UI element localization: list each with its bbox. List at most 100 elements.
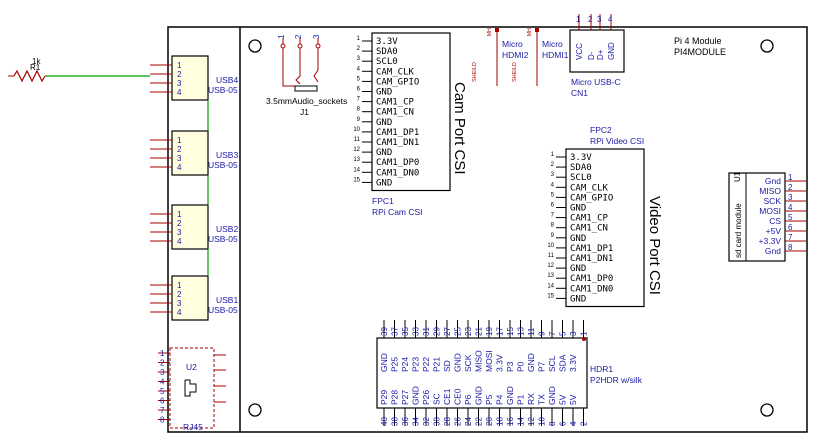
mount-hole-icon: [248, 403, 262, 417]
sd-outline: [728, 172, 786, 262]
resistor-r1[interactable]: 1k R1: [8, 57, 150, 83]
hdmi-shield-label: SHEILD: [512, 62, 518, 82]
audio-wire: [313, 48, 319, 83]
csi-value: RPi Video CSI: [590, 136, 644, 146]
hdr-outline: [376, 337, 588, 409]
usbc-pin-number: 3: [597, 15, 602, 24]
hdr-pin-number: 13: [517, 327, 526, 336]
resistor-ref: R1: [30, 63, 41, 72]
csi-pin-label: CAM1_CP: [570, 214, 609, 224]
usb-ref: USB1: [216, 295, 238, 305]
csi-pin-number: 14: [547, 283, 554, 289]
hdr-pin-number: 24: [464, 417, 473, 426]
hdr-pin-number: 15: [506, 327, 515, 336]
hdr-top-label: P7: [537, 361, 547, 372]
hdr-bottom-label: P27: [400, 390, 410, 405]
csi-pin-number: 13: [353, 157, 360, 163]
hdr-pin-number: 20: [485, 417, 494, 426]
rj45-value: RJ45: [183, 422, 203, 432]
csi-ref: FPC1: [372, 196, 394, 206]
sd-card-u1[interactable]: 1Gnd2MISO3SCK4MOSI5CS6+5V7+3.3V8GndU1sd …: [728, 171, 806, 262]
csi-pin-label: CAM1_DN0: [376, 168, 419, 178]
csi-pin-number: 3: [551, 172, 555, 178]
hdr-pin-number: 17: [496, 327, 505, 336]
hdr-top-label: SCL: [547, 355, 557, 372]
usb-pin-number: 4: [177, 163, 182, 172]
csi-pin-number: 4: [357, 66, 361, 72]
hdmi-name: HDMI2: [502, 50, 529, 60]
csi-pin-label: CAM1_DN0: [570, 284, 613, 294]
csi-pin-label: CAM1_CN: [376, 108, 414, 118]
usbc-ref: CN1: [571, 88, 588, 98]
usbc-pin-number: 1: [576, 15, 581, 24]
usbc-pin-label: D-: [587, 51, 596, 60]
csi-pin-label: CAM1_DP0: [376, 158, 419, 168]
audio-plug-icon: [294, 85, 318, 92]
usb-pin-number: 3: [177, 228, 182, 237]
usbc-pin-label: GND: [607, 42, 616, 60]
hdr-pin-number: 7: [548, 331, 557, 336]
usb-pin-number: 1: [177, 136, 182, 145]
hdr-top-label: GND: [453, 353, 463, 372]
usb-value: USB-05: [208, 305, 238, 315]
usb-pin-number: 4: [177, 308, 182, 317]
csi-pin-label: GND: [376, 118, 392, 128]
hdr-pin-number: 30: [433, 417, 442, 426]
hdr-bottom-label: 5V: [558, 394, 568, 405]
hdr-top-label: MOSI: [484, 350, 494, 372]
csi-pin-number: 8: [551, 223, 555, 229]
audio-ref: J1: [300, 107, 309, 117]
usb-pin-number: 4: [177, 237, 182, 246]
hdr-top-label: MISO: [474, 350, 484, 372]
csi-pin-label: SCL0: [376, 57, 398, 67]
csi-pin-label: CAM1_CN: [570, 224, 608, 234]
rj45-pin-number: 4: [160, 378, 165, 387]
hdr-pin-number: 3: [569, 331, 578, 336]
hdmi-pin-label: MH: [527, 28, 533, 36]
audio-pin-dot: [297, 43, 303, 49]
hdr-pin-number: 2: [580, 421, 589, 426]
pi-module-ref: PI4MODULE: [674, 47, 726, 57]
sd-pin-label: CS: [769, 216, 781, 226]
csi-pin-label: SCL0: [570, 173, 592, 183]
hdr-pin-number: 27: [443, 327, 452, 336]
usb-body: [171, 130, 209, 176]
sd-pin-number: 8: [788, 243, 793, 252]
csi-pin-label: CAM1_DN1: [376, 138, 419, 148]
rj45-pin-number: 5: [160, 387, 165, 396]
csi-pin-number: 3: [357, 56, 361, 62]
resistor-value: 1k: [32, 57, 41, 66]
hdmi-name: HDMI1: [542, 50, 569, 60]
csi-pin-number: 6: [551, 203, 555, 209]
hdr-pin-number: 38: [391, 417, 400, 426]
csi-pin-number: 8: [357, 107, 361, 113]
hdr-pin-number: 8: [548, 421, 557, 426]
sd-pin-number: 7: [788, 233, 793, 242]
csi-pin-number: 5: [357, 76, 361, 82]
hdr-top-label: P21: [432, 357, 442, 372]
usb-value: USB-05: [208, 234, 238, 244]
csi-pin-label: CAM1_DP1: [376, 128, 419, 138]
rj45-ref: U2: [186, 362, 197, 372]
csi-pin-label: GND: [570, 264, 586, 274]
sd-pin-label: +5V: [766, 226, 782, 236]
csi-pin-label: GND: [376, 88, 392, 98]
audio-pin-number: 2: [294, 34, 303, 39]
usb-pin-number: 1: [177, 281, 182, 290]
sd-pin-number: 4: [788, 203, 793, 212]
